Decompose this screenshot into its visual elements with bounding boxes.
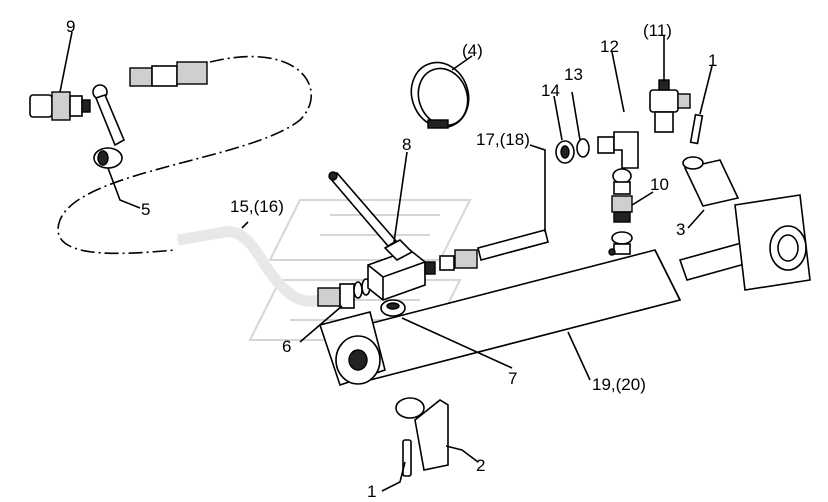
label-part-6: 6 [282, 337, 291, 356]
label-part-7: 7 [508, 369, 517, 388]
label-part-17-18: 17,(18) [476, 130, 530, 149]
quick-coupler-part-9 [29, 91, 91, 121]
shutoff-valve-part-8 [328, 171, 436, 301]
leader-lines [59, 31, 713, 492]
hydraulic-hose-part-15 [177, 226, 355, 309]
hose-end-top [129, 61, 208, 87]
label-part-5: 5 [141, 200, 150, 219]
label-part-9: 9 [66, 17, 75, 36]
label-part-12: 12 [600, 37, 619, 56]
elbow-fitting-part-12 [597, 131, 639, 169]
label-part-19-20: 19,(20) [592, 375, 646, 394]
roll-pin-part-1-bottom [402, 439, 412, 477]
roll-pin-part-1-top [689, 113, 704, 145]
adapter-part-10 [611, 168, 633, 255]
nut-part-14 [555, 140, 575, 164]
label-part-1-top: 1 [708, 51, 717, 70]
label-part-15-16: 15,(16) [230, 197, 284, 216]
label-part-11: (11) [643, 21, 672, 40]
label-part-10: 10 [650, 175, 669, 194]
pin-part-3 [682, 156, 740, 207]
dust-cap-part-5 [92, 84, 126, 169]
bracket-part-2 [395, 397, 449, 471]
hydraulic-cylinder-part-19 [318, 194, 811, 387]
label-part-4: (4) [462, 41, 483, 60]
tee-fitting-part-11 [649, 79, 691, 133]
ring-part-13 [576, 138, 590, 158]
hose-clamp-part-4 [410, 61, 470, 129]
pipe-part-17 [439, 229, 549, 271]
label-part-8: 8 [402, 135, 411, 154]
label-part-13: 13 [564, 65, 583, 84]
label-part-14: 14 [541, 81, 560, 100]
label-part-3: 3 [676, 220, 685, 239]
label-part-2: 2 [476, 456, 485, 475]
label-part-1-bottom: 1 [367, 482, 376, 501]
hose-loop-line [57, 55, 312, 255]
plug-part-7 [380, 299, 406, 317]
